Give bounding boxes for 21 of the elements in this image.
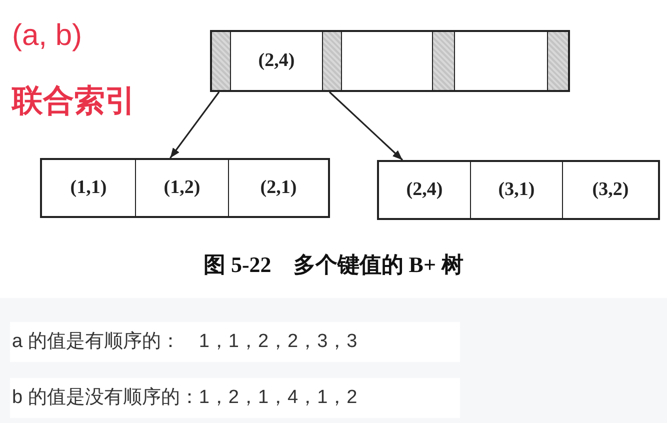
annotation-text: 联合索引 <box>12 82 136 120</box>
pointer-cell <box>547 32 568 90</box>
key-text: (2,4) <box>258 50 295 72</box>
key-text: (1,1) <box>70 177 107 199</box>
note-text: a 的值是有顺序的： 1，1，2，2，3，3 <box>10 322 460 362</box>
pointer-cell <box>322 32 341 90</box>
note-text: b 的值是没有顺序的：1，2，1，4，1，2 <box>10 378 460 418</box>
pointer-cell <box>212 32 230 90</box>
key-text: (3,1) <box>498 179 535 201</box>
key-text: (3,2) <box>592 179 629 201</box>
pointer-cell <box>432 32 454 90</box>
key-text: (2,4) <box>406 179 443 201</box>
tree-node-box <box>40 158 330 218</box>
arrow <box>170 92 220 158</box>
arrow <box>328 91 404 161</box>
tree-node-box <box>210 30 570 92</box>
figure-caption: 图 5-22 多个键值的 B+ 树 <box>202 251 465 279</box>
annotation-text: (a, b) <box>12 18 82 54</box>
tree-node-box <box>377 160 660 220</box>
key-text: (2,1) <box>260 177 297 199</box>
key-text: (1,2) <box>164 177 200 199</box>
